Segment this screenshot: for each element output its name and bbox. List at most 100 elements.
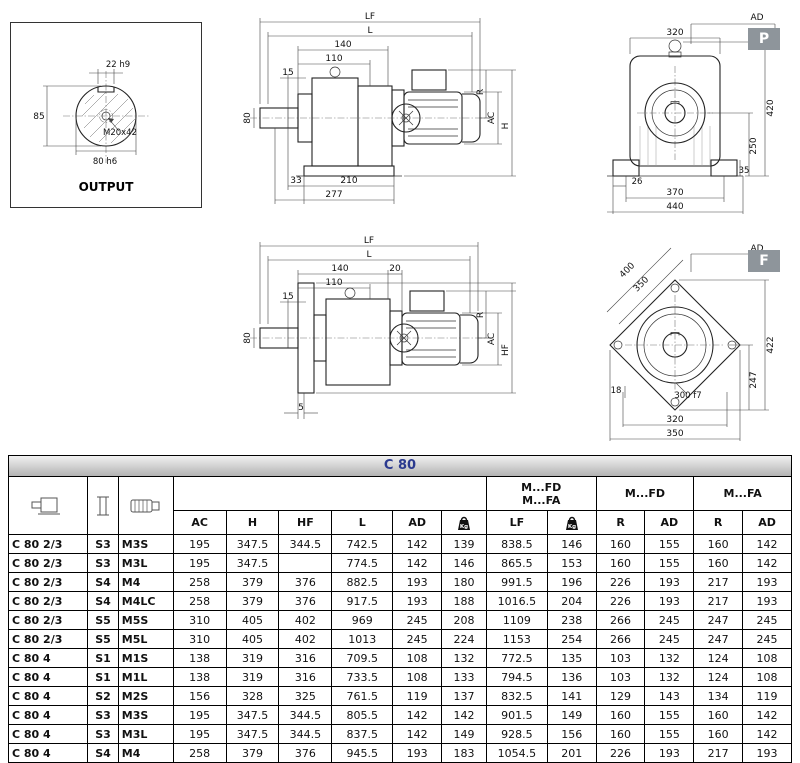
table-cell-value: 1109 (485, 610, 548, 630)
table-cell-value: 310 (172, 629, 227, 649)
table-cell-value: 108 (742, 667, 792, 687)
dim-ad-label: AD (750, 13, 763, 23)
table-cell-m: M5S (117, 610, 174, 630)
table-cell-value: 160 (693, 553, 744, 573)
table-cell-value: 155 (644, 705, 695, 725)
dim-15-label: 15 (282, 292, 293, 302)
table-cell-value: 183 (441, 743, 487, 763)
table-cell-m: M4 (117, 572, 174, 592)
table-cell-value: 945.5 (331, 743, 394, 763)
table-cell-value: 226 (595, 572, 646, 592)
dim-80-label: 80 (243, 112, 253, 124)
dim-250-label: 250 (749, 137, 759, 154)
table-cell-value: 160 (693, 705, 744, 725)
dim-35-label: 35 (739, 166, 750, 176)
table-cell-value: 139 (441, 534, 487, 554)
table-cell-value: 794.5 (485, 667, 548, 687)
dim-5-label: 5 (298, 403, 304, 413)
table-cell-value: 245 (742, 629, 792, 649)
dim-ac-label: AC (487, 112, 497, 124)
dim-l-label: L (366, 250, 371, 260)
table-cell-value: 195 (172, 553, 227, 573)
table-cell-value: 709.5 (331, 648, 394, 668)
section-badge-p: P (748, 28, 780, 50)
gearbox-icon (31, 497, 61, 514)
motor-body (391, 69, 481, 147)
table-cell-value: 217 (693, 572, 744, 592)
column-header-ac: AC (172, 510, 227, 535)
kg-icon: Kg (457, 516, 470, 530)
table-cell-value: 832.5 (485, 686, 548, 706)
table-cell-value: 224 (441, 629, 487, 649)
blank-group-header (172, 476, 487, 511)
column-header-h: H (225, 510, 280, 535)
kg-icon: Kg (565, 516, 578, 530)
output-shaft-detail-drawing: 22 h9 85 80 h6 M20x42 OUTPUT (10, 22, 202, 208)
table-cell-value: 208 (441, 610, 487, 630)
dim-thread-label: M20x42 (103, 128, 137, 138)
dim-h-label: H (501, 123, 511, 130)
dim-80-label: 80 (243, 332, 253, 344)
table-cell-value: 379 (225, 591, 280, 611)
table-cell-value: 774.5 (331, 553, 394, 573)
table-cell-value: 136 (546, 667, 597, 687)
end-view-p-drawing: AD 320 420 250 35 26 370 440 (607, 13, 776, 214)
table-cell-s: S1 (87, 667, 119, 687)
gearbox-body (296, 66, 402, 177)
table-cell-value: 865.5 (485, 553, 548, 573)
column-header-ad3: AD (742, 510, 792, 535)
table-cell-value: 245 (644, 610, 695, 630)
table-cell-value: 310 (172, 610, 227, 630)
table-cell-value: 1016.5 (485, 591, 548, 611)
table-cell-value: 405 (225, 629, 280, 649)
table-cell-value: 188 (441, 591, 487, 611)
table-cell-m: M2S (117, 686, 174, 706)
table-cell-value: 402 (278, 629, 333, 649)
table-cell-value: 254 (546, 629, 597, 649)
table-cell-value: 217 (693, 591, 744, 611)
table-cell-value: 132 (644, 667, 695, 687)
table-cell-series: C 80 2/3 (7, 534, 89, 554)
table-cell-value: 193 (644, 743, 695, 763)
table-cell-value: 195 (172, 724, 227, 744)
table-cell-value: 266 (595, 610, 646, 630)
table-cell-value: 103 (595, 648, 646, 668)
table-cell-value: 142 (392, 705, 443, 725)
flange-front (609, 279, 741, 411)
dim-320-label: 320 (666, 28, 683, 38)
table-cell-value: 217 (693, 743, 744, 763)
table-cell-value: 142 (392, 553, 443, 573)
table-cell-series: C 80 2/3 (7, 572, 89, 592)
table-cell-value: 129 (595, 686, 646, 706)
table-cell-value: 347.5 (225, 705, 280, 725)
table-cell-value: 838.5 (485, 534, 548, 554)
table-cell-value: 1013 (331, 629, 394, 649)
table-cell-value: 142 (441, 705, 487, 725)
table-cell-value: 245 (742, 610, 792, 630)
table-cell-value: 258 (172, 572, 227, 592)
table-cell-value: 316 (278, 667, 333, 687)
table-cell-value: 266 (595, 629, 646, 649)
column-header-r: R (595, 510, 646, 535)
table-cell-value: 761.5 (331, 686, 394, 706)
table-group-row: M...FD M...FA M...FD M...FA (7, 476, 792, 535)
table-cell-value: 245 (644, 629, 695, 649)
table-cell-value: 238 (546, 610, 597, 630)
table-cell-value: 124 (693, 648, 744, 668)
table-cell-value: 733.5 (331, 667, 394, 687)
table-cell-value: 195 (172, 705, 227, 725)
table-cell-value: 379 (225, 743, 280, 763)
table-cell-value: 155 (644, 724, 695, 744)
dim-r-label: R (476, 89, 486, 95)
table-cell-value: 108 (392, 648, 443, 668)
dim-ac-label: AC (487, 333, 497, 345)
table-cell-s: S3 (87, 553, 119, 573)
table-cell-s: S4 (87, 591, 119, 611)
